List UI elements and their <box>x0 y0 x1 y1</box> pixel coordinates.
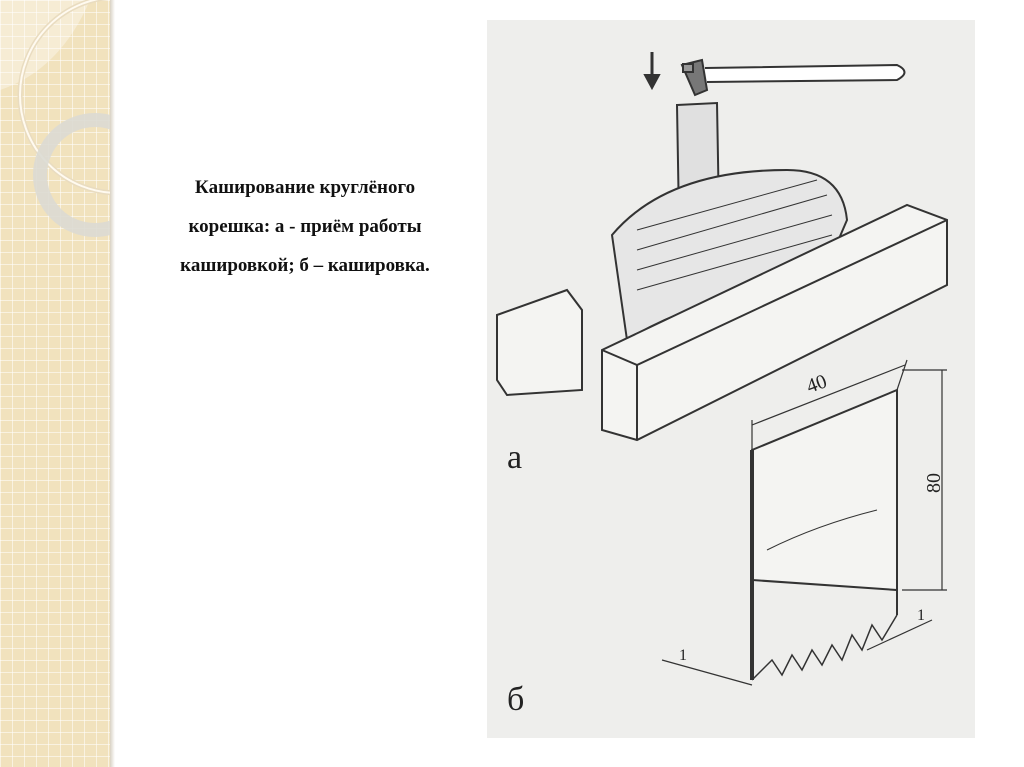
label-a: а <box>507 439 522 476</box>
slide-caption: Кaширование круглёного корешка: а - приё… <box>135 168 475 285</box>
dimension-tooth-left: 1 <box>679 647 687 664</box>
hammer-icon <box>680 58 906 97</box>
dimension-tooth-right: 1 <box>917 607 925 624</box>
caption-line-3: кашировкой; б – кашировка. <box>180 255 430 276</box>
folder-blade <box>750 388 898 681</box>
caption-line-2: корешка: а - приём работы <box>188 216 422 237</box>
dimension-width: 40 <box>803 370 829 398</box>
dimension-lines <box>661 359 947 686</box>
wooden-press <box>496 203 948 442</box>
decorative-sidebar <box>0 0 110 767</box>
label-b: б <box>507 681 524 718</box>
technical-illustration: а б 40 80 1 1 <box>487 20 975 738</box>
dimension-height: 80 <box>923 473 945 493</box>
caption-line-1: Кaширование круглёного <box>194 177 416 198</box>
sidebar-divider <box>110 0 115 767</box>
decorative-rings-icon <box>0 0 110 237</box>
arrow-down-icon <box>643 52 661 91</box>
